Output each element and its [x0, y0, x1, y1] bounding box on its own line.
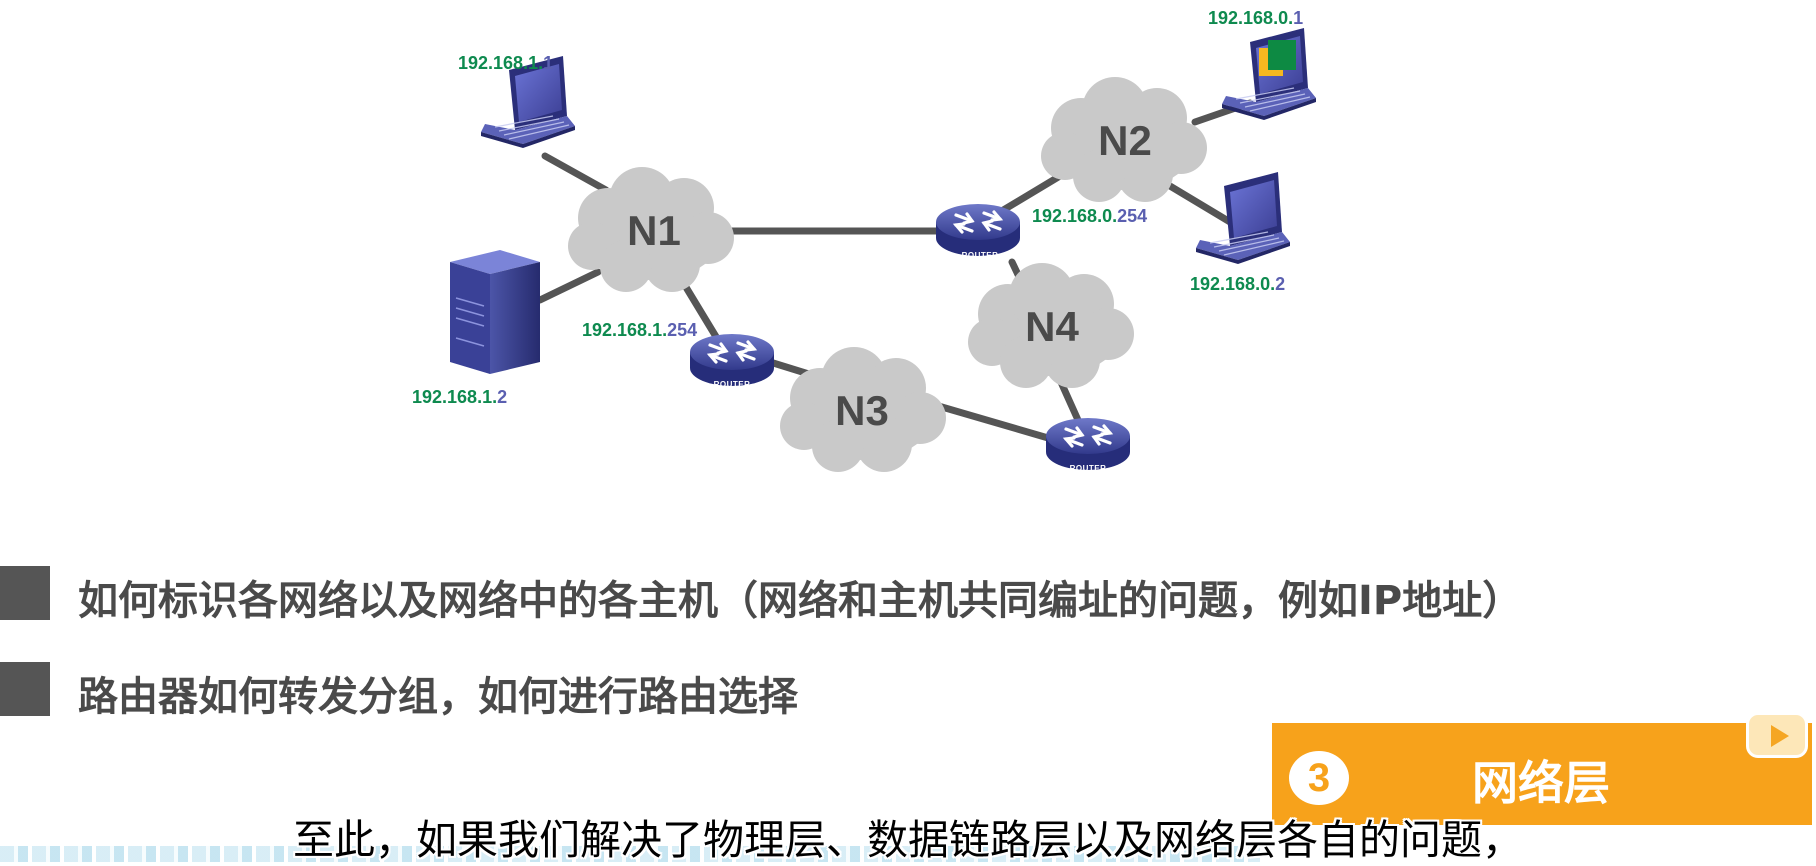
- ip-label-laptop-top-left: 192.168.1.1: [458, 53, 553, 73]
- svg-text:ROUTER: ROUTER: [714, 380, 751, 389]
- svg-text:ROUTER: ROUTER: [962, 251, 999, 260]
- laptop-icon: [1195, 171, 1291, 265]
- cloud-n3-label: N3: [835, 387, 889, 434]
- link-n2-laptop-right: [1161, 179, 1234, 226]
- link-router-top-n2: [996, 172, 1064, 216]
- link-router-right-n4: [1056, 376, 1082, 424]
- cloud-n3: N3: [780, 347, 946, 472]
- chapter-title: 网络层: [1472, 756, 1610, 810]
- highlight-marker-icon: [1268, 40, 1296, 70]
- play-icon[interactable]: [1746, 712, 1808, 758]
- ip-label-laptop-top-right: 192.168.0.1: [1208, 8, 1303, 28]
- cloud-n4-label: N4: [1025, 303, 1079, 350]
- chapter-number: 3: [1289, 751, 1349, 805]
- bullet-text-addressing: 如何标识各网络以及网络中的各主机（网络和主机共同编址的问题，例如IP地址）: [78, 578, 1523, 624]
- ip-label-laptop-right: 192.168.0.2: [1190, 274, 1285, 294]
- cloud-n1: N1: [568, 167, 734, 292]
- bullet-marker: [0, 566, 50, 620]
- laptop-icon: [1221, 27, 1317, 121]
- router-icon: ROUTER: [1044, 416, 1132, 473]
- ip-label-server: 192.168.1.2: [412, 387, 507, 407]
- video-subtitle: 至此，如果我们解决了物理层、数据链路层以及网络层各自的问题，: [293, 816, 1523, 864]
- cloud-n2: N2: [1041, 77, 1207, 202]
- ip-label-router-top: 192.168.0.254: [1032, 206, 1147, 226]
- subtitle-background-strip: [0, 846, 1260, 862]
- chapter-badge: 3 网络层: [1272, 723, 1812, 825]
- ip-label-router-left: 192.168.1.254: [582, 320, 697, 340]
- link-server-n1: [536, 268, 602, 304]
- network-topology-diagram: N1 N2 N3 N4 ROUTER ROUTER: [412, 8, 1317, 473]
- cloud-n4: N4: [968, 263, 1134, 388]
- bullet-text-routing: 路由器如何转发分组，如何进行路由选择: [78, 674, 798, 720]
- link-n3-router-right: [931, 401, 1059, 444]
- server-icon: [450, 250, 540, 374]
- cloud-n2-label: N2: [1098, 117, 1152, 164]
- link-laptop1-n1: [541, 152, 610, 194]
- svg-text:ROUTER: ROUTER: [1070, 464, 1107, 473]
- router-icon: ROUTER: [688, 332, 776, 389]
- bullet-marker: [0, 662, 50, 716]
- router-icon: ROUTER: [934, 202, 1022, 260]
- cloud-n1-label: N1: [627, 207, 681, 254]
